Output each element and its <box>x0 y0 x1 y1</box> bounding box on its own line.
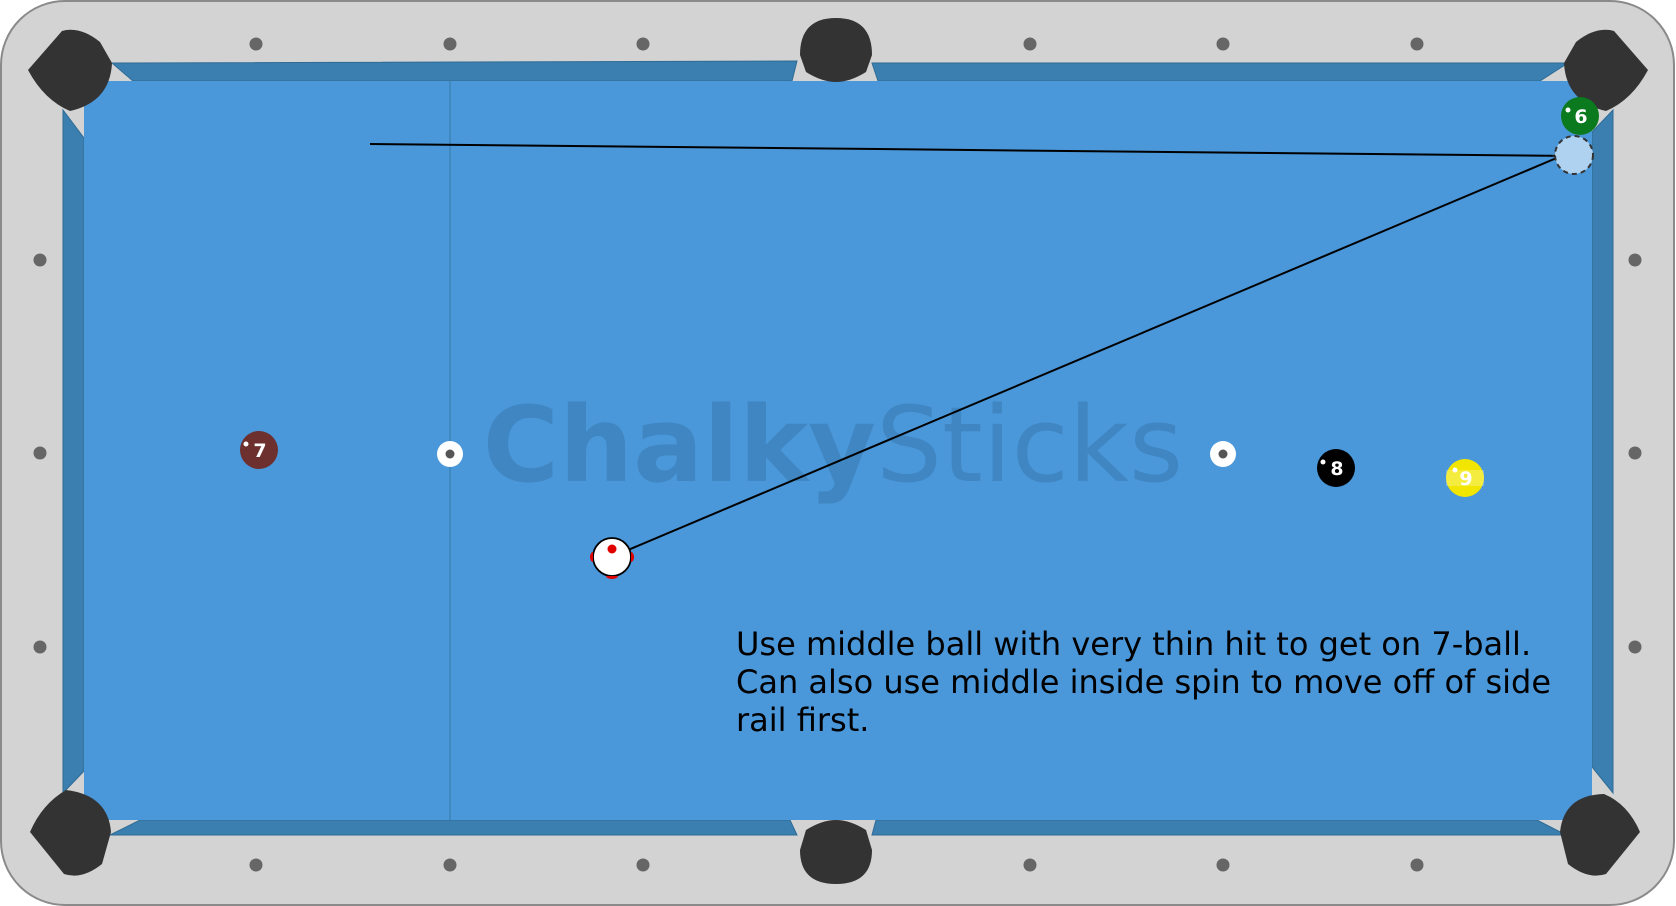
diamond <box>1628 640 1642 654</box>
caption-line-2: Can also use middle inside spin to move … <box>736 663 1551 701</box>
diamonds <box>33 37 1642 872</box>
cue-ball-body <box>592 537 632 577</box>
cushion-top-left <box>110 60 798 82</box>
ghost-ball <box>1554 135 1594 175</box>
pocket-bottom-right <box>1560 794 1640 876</box>
cushion-right <box>1591 108 1614 795</box>
pockets <box>28 18 1648 884</box>
foot-spot-center <box>1218 449 1228 459</box>
ball-body <box>240 431 278 469</box>
diamond <box>636 858 650 872</box>
caption-line-3: rail first. <box>736 701 869 739</box>
spots <box>437 441 1236 467</box>
watermark-part2: Sticks <box>876 384 1183 506</box>
diamond <box>636 37 650 51</box>
ball-shine <box>1565 107 1571 113</box>
diamond <box>1628 446 1642 460</box>
watermark: ChalkySticks <box>483 384 1183 506</box>
cue-ball-dot <box>590 552 593 562</box>
ball-7: 7 <box>240 431 278 469</box>
diamond <box>1216 37 1230 51</box>
head-spot-center <box>445 449 455 459</box>
diamond <box>33 253 47 267</box>
cushion-bottom-right <box>871 819 1567 836</box>
cue-ball-path <box>627 153 1567 551</box>
pocket-bottom-middle <box>800 820 872 884</box>
diamond <box>443 858 457 872</box>
cue-ball <box>590 537 634 579</box>
diamond <box>443 37 457 51</box>
diamond <box>1023 37 1037 51</box>
diamond <box>1410 858 1424 872</box>
rebound-path <box>369 143 1575 157</box>
diamond <box>249 37 263 51</box>
caption-line-1: Use middle ball with very thin hit to ge… <box>736 625 1531 663</box>
cue-ball-dot <box>631 552 634 562</box>
shot-instructions: Use middle ball with very thin hit to ge… <box>736 625 1551 739</box>
ball-number: 7 <box>253 440 266 462</box>
diamond <box>1216 858 1230 872</box>
diamond <box>1410 37 1424 51</box>
cushion-top-right <box>871 62 1570 82</box>
pocket-bottom-left <box>30 790 111 876</box>
diamond <box>33 640 47 654</box>
ball-shine <box>1452 467 1458 473</box>
watermark-part1: Chalky <box>483 384 876 506</box>
ball-9: 9 <box>1446 459 1484 497</box>
diamond <box>1023 858 1037 872</box>
ball-body <box>1561 97 1599 135</box>
pocket-top-left <box>28 29 112 111</box>
pocket-top-right <box>1564 29 1648 111</box>
ball-number: 9 <box>1459 468 1472 490</box>
diamond <box>33 446 47 460</box>
ball-6: 6 <box>1561 97 1599 135</box>
cushion-left <box>62 108 85 795</box>
ball-number: 6 <box>1574 106 1587 128</box>
cue-tip-marker <box>607 544 617 554</box>
diamond <box>249 858 263 872</box>
ball-shine <box>1320 459 1326 465</box>
cushion-bottom-left <box>109 819 798 836</box>
diamond <box>1628 253 1642 267</box>
ball-number: 8 <box>1330 458 1343 480</box>
ball-stripe <box>1446 470 1484 486</box>
pocket-top-middle <box>800 18 872 82</box>
ball-8: 8 <box>1317 449 1355 487</box>
ball-shine <box>243 441 249 447</box>
ball-body <box>1317 449 1355 487</box>
cue-ball-dot <box>606 576 618 579</box>
